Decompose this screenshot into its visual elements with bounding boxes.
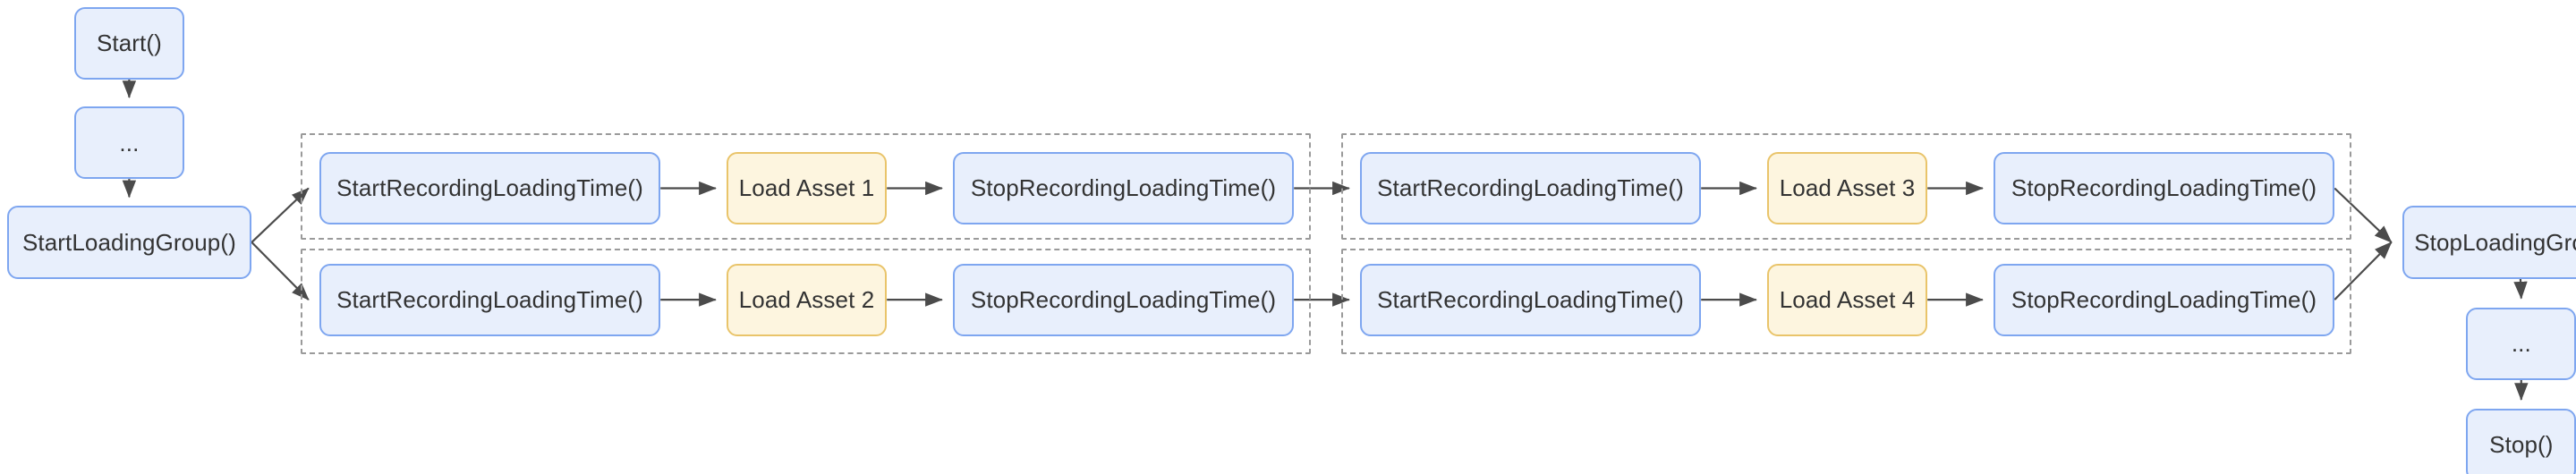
- node-label-stopgroup: StopLoadingGroup(): [2414, 228, 2576, 256]
- node-label-ellipsis2: ...: [2511, 330, 2531, 358]
- node-label-g2r2_asset: Load Asset 4: [1779, 286, 1916, 314]
- node-g2r2_asset[interactable]: Load Asset 4: [1766, 263, 1928, 336]
- node-startgroup[interactable]: StartLoadingGroup(): [6, 206, 252, 279]
- node-label-g1r2_start: StartRecordingLoadingTime(): [336, 286, 643, 314]
- node-label-g2r2_stop: StopRecordingLoadingTime(): [2011, 286, 2317, 314]
- node-g2r2_stop[interactable]: StopRecordingLoadingTime(): [1993, 263, 2335, 336]
- node-label-startgroup: StartLoadingGroup(): [21, 228, 236, 256]
- node-g1r1_asset[interactable]: Load Asset 1: [726, 151, 888, 225]
- node-label-ellipsis1: ...: [119, 129, 140, 157]
- node-label-start: Start(): [96, 30, 162, 57]
- cluster-group1-row1: [301, 133, 1312, 241]
- node-ellipsis1[interactable]: ...: [74, 106, 184, 180]
- node-label-g1r1_start: StartRecordingLoadingTime(): [336, 174, 643, 202]
- node-g2r1_stop[interactable]: StopRecordingLoadingTime(): [1993, 151, 2335, 225]
- node-g2r1_start[interactable]: StartRecordingLoadingTime(): [1359, 151, 1702, 225]
- node-g1r2_asset[interactable]: Load Asset 2: [726, 263, 888, 336]
- node-label-stop: Stop(): [2489, 431, 2554, 459]
- node-label-g1r2_stop: StopRecordingLoadingTime(): [970, 286, 1277, 314]
- node-g1r2_start[interactable]: StartRecordingLoadingTime(): [319, 263, 661, 336]
- node-label-g2r1_asset: Load Asset 3: [1779, 174, 1916, 202]
- node-stop[interactable]: Stop(): [2466, 408, 2576, 474]
- node-label-g1r1_asset: Load Asset 1: [738, 174, 875, 202]
- node-label-g2r1_stop: StopRecordingLoadingTime(): [2011, 174, 2317, 202]
- node-g2r1_asset[interactable]: Load Asset 3: [1766, 151, 1928, 225]
- cluster-group1-row2: [301, 248, 1312, 355]
- node-label-g2r2_start: StartRecordingLoadingTime(): [1377, 286, 1684, 314]
- node-stopgroup[interactable]: StopLoadingGroup(): [2402, 206, 2576, 279]
- node-g1r1_start[interactable]: StartRecordingLoadingTime(): [319, 151, 661, 225]
- node-g2r2_start[interactable]: StartRecordingLoadingTime(): [1359, 263, 1702, 336]
- node-g1r2_stop[interactable]: StopRecordingLoadingTime(): [952, 263, 1295, 336]
- cluster-group2-row1: [1341, 133, 2352, 241]
- node-label-g2r1_start: StartRecordingLoadingTime(): [1377, 174, 1684, 202]
- node-start[interactable]: Start(): [74, 6, 184, 80]
- node-ellipsis2[interactable]: ...: [2466, 307, 2576, 380]
- node-label-g1r1_stop: StopRecordingLoadingTime(): [970, 174, 1277, 202]
- node-g1r1_stop[interactable]: StopRecordingLoadingTime(): [952, 151, 1295, 225]
- cluster-group2-row2: [1341, 248, 2352, 355]
- node-label-g1r2_asset: Load Asset 2: [738, 286, 875, 314]
